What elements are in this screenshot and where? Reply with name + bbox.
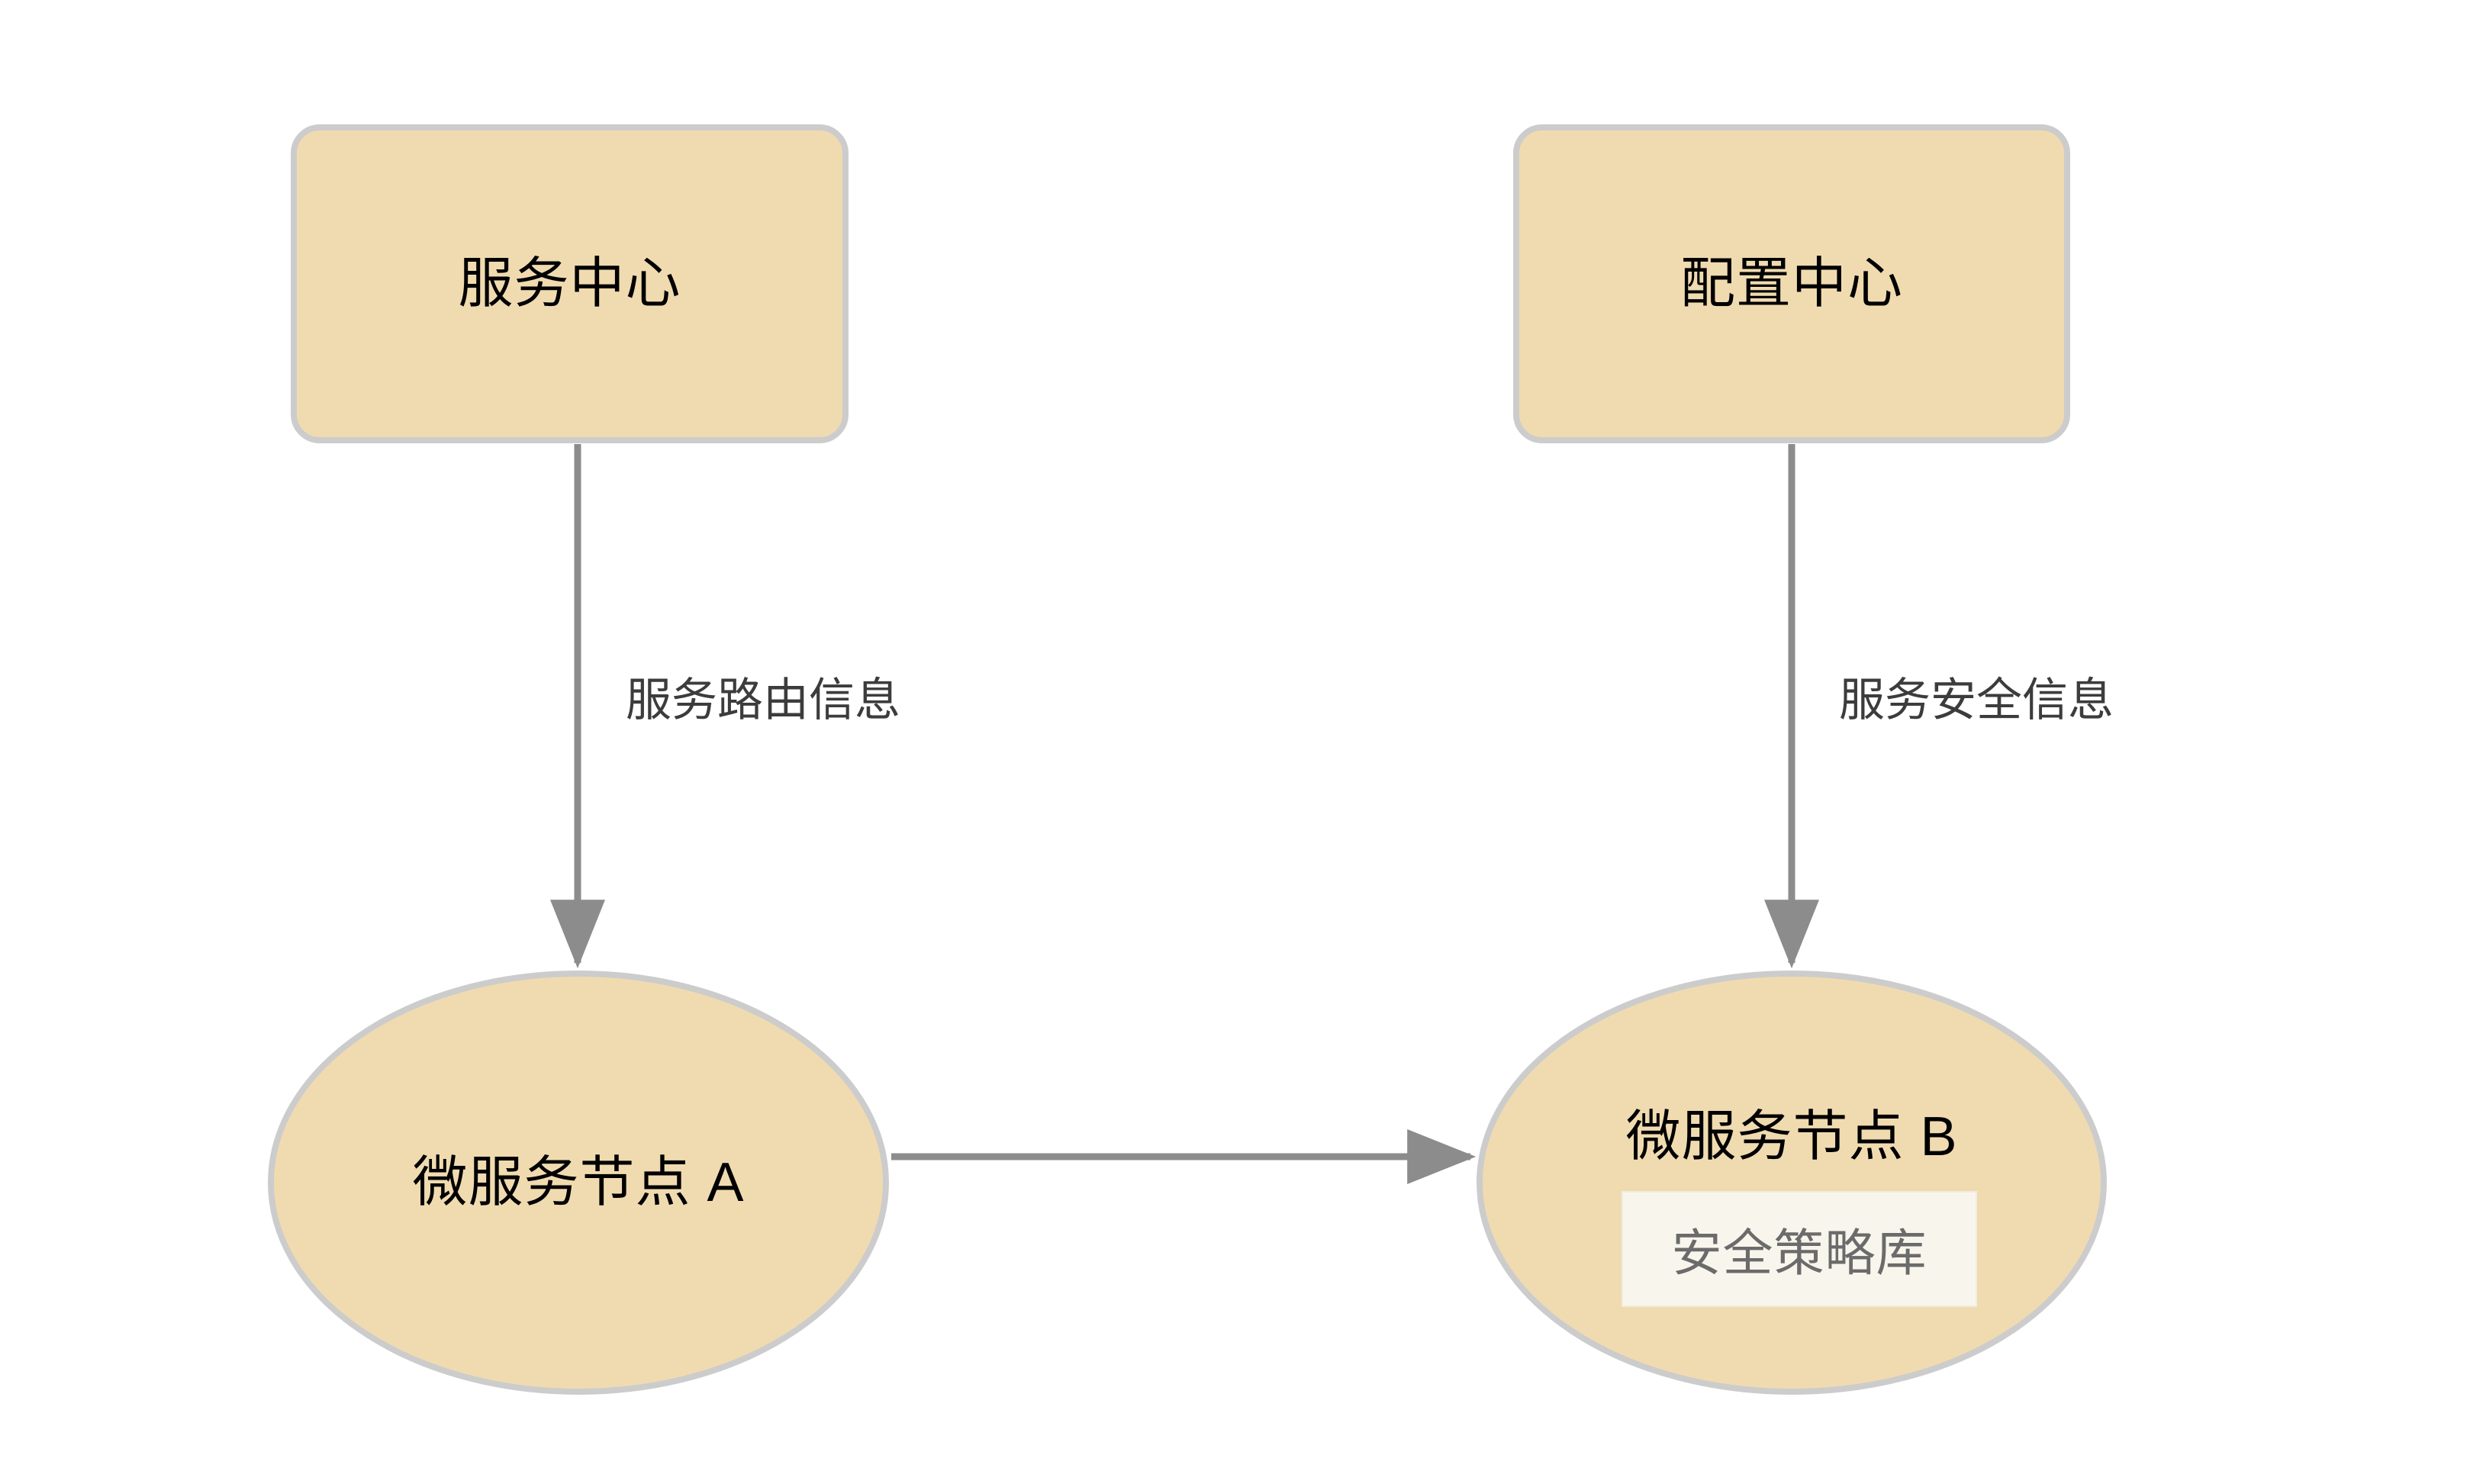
node-service-center-shape[interactable] [291,124,849,443]
node-config-center-shape[interactable] [1513,124,2070,443]
node-microservice-b-shape[interactable] [1477,971,2107,1395]
node-microservice-a-shape[interactable] [268,971,889,1395]
security-policy-library-chip[interactable]: 安全策略库 [1622,1191,1977,1307]
